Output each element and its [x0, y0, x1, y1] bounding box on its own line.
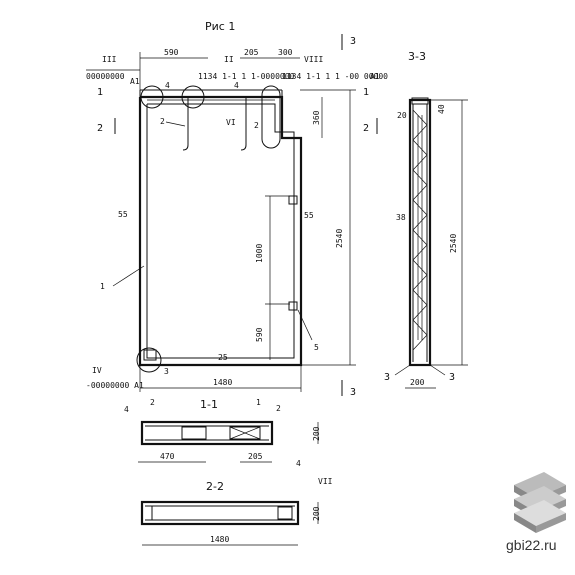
section-1-1-dim-205: 205 — [248, 452, 263, 461]
section-3-3-height: 2540 — [449, 234, 458, 253]
node-code-VIII: 1134 1-1 1 1 -00 00000 — [282, 72, 388, 81]
section-1-1-embed-left — [181, 426, 207, 440]
node-label-VI: VI — [226, 118, 236, 127]
label-2b: 2 — [254, 121, 259, 130]
label-25: 25 — [218, 353, 228, 362]
label-3: 3 — [164, 367, 169, 376]
node-label-III: III — [102, 55, 117, 64]
embedded-part-corner — [143, 349, 157, 361]
label-4a: 4 — [165, 81, 170, 90]
label-2a: 2 — [160, 117, 165, 126]
section-2-2-dim-1480: 1480 — [210, 535, 229, 544]
node-circle-II — [181, 85, 205, 109]
node-code-a1-right: A1 — [370, 72, 380, 81]
lifting-loop-right — [240, 97, 247, 151]
node-code-II: 1134 1-1 1 1-0000000 — [198, 72, 295, 81]
section-1-1-label-4a: 4 — [124, 405, 129, 414]
section-3-3-mark-left: 3 — [384, 372, 390, 383]
section-3-3-dim-40: 40 — [437, 104, 446, 114]
node-circle-III — [140, 85, 164, 109]
watermark-text: gbi22.ru — [506, 537, 557, 553]
figure-title: Рис 1 — [205, 20, 235, 33]
panel-outline — [138, 95, 303, 367]
section-3-3-label-38: 38 — [396, 213, 406, 222]
section-1-1-dim-470: 470 — [160, 452, 175, 461]
lifting-loop-left — [182, 97, 189, 151]
section-1-1-label-4b: 4 — [296, 459, 301, 468]
node-code-a1-left: A1 — [130, 77, 140, 86]
cut-1-right: 1 — [363, 87, 369, 98]
label-4b: 4 — [234, 81, 239, 90]
label-1: 1 — [100, 282, 105, 291]
section-2-2-dim-200: 200 — [312, 506, 321, 521]
section-3-3-zigzag — [412, 109, 428, 351]
dim-1000: 1000 — [255, 244, 264, 263]
dim-300: 300 — [278, 48, 293, 57]
section-1-1-dim-200: 200 — [312, 426, 321, 441]
section-3-3-title: 3-3 — [408, 50, 426, 63]
panel-inner-outline — [146, 103, 295, 359]
dim-205: 205 — [244, 48, 259, 57]
cut-3-top: 3 — [350, 36, 356, 47]
cut-2-right: 2 — [363, 123, 369, 134]
section-3-3-dim-20: 20 — [397, 111, 407, 120]
node-label-IV: IV — [92, 366, 102, 375]
label-55b: 55 — [304, 211, 314, 220]
section-1-1-title: 1-1 — [200, 398, 218, 411]
embedded-part-lower — [288, 301, 298, 311]
stacked-slabs-logo — [514, 472, 566, 533]
node-code-III: 00000000 — [86, 72, 125, 81]
node-label-II: II — [224, 55, 234, 64]
label-55a: 55 — [118, 210, 128, 219]
dim-590-low: 590 — [255, 327, 264, 342]
node-circle-IV — [136, 347, 162, 373]
dim-1480: 1480 — [213, 378, 232, 387]
label-5: 5 — [314, 343, 319, 352]
section-3-3-outline — [408, 98, 432, 367]
node-oval-VIII — [261, 85, 281, 149]
section-1-1-label-1: 1 — [256, 398, 261, 407]
section-1-1-label-2a: 2 — [150, 398, 155, 407]
dim-360: 360 — [312, 110, 321, 125]
section-1-1: 1-1 4 2 1 2 4 470 205 200 — [124, 398, 321, 468]
section-3-3-width: 200 — [410, 378, 425, 387]
section-2-2-outline — [140, 500, 300, 526]
section-1-1-label-2b: 2 — [276, 404, 281, 413]
node-label-VIII: VIII — [304, 55, 323, 64]
embedded-part-upper — [288, 195, 298, 205]
node-code-IV: -00000000 A1 — [86, 381, 144, 390]
section-2-2: 2-2 VII 200 1480 — [140, 477, 333, 546]
dim-2540: 2540 — [335, 229, 344, 248]
section-1-1-embed-right — [229, 426, 261, 440]
section-2-2-node-VII: VII — [318, 477, 333, 486]
main-view: 590 205 300 III 00000000 A1 II 1134 1-1 … — [86, 34, 388, 398]
cut-3-bottom: 3 — [350, 387, 356, 398]
section-1-1-outline — [140, 420, 274, 446]
section-2-2-title: 2-2 — [206, 480, 224, 493]
dim-590: 590 — [164, 48, 179, 57]
section-3-3-mark-right: 3 — [449, 372, 455, 383]
cut-1-left: 1 — [97, 87, 103, 98]
cut-2-left: 2 — [97, 123, 103, 134]
section-3-3: 3-3 20 40 38 2540 200 3 3 — [384, 50, 468, 389]
section-2-2-embed — [277, 506, 293, 520]
